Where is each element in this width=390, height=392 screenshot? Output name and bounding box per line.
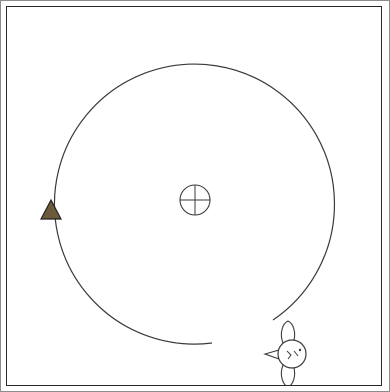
cat-face-with-ears-icon bbox=[265, 321, 306, 386]
triangle-icon bbox=[41, 200, 61, 219]
diagram-frame bbox=[6, 6, 382, 386]
orbit-path bbox=[54, 64, 334, 344]
orbit-diagram bbox=[7, 7, 382, 386]
crosshair-circle-icon bbox=[180, 185, 210, 215]
